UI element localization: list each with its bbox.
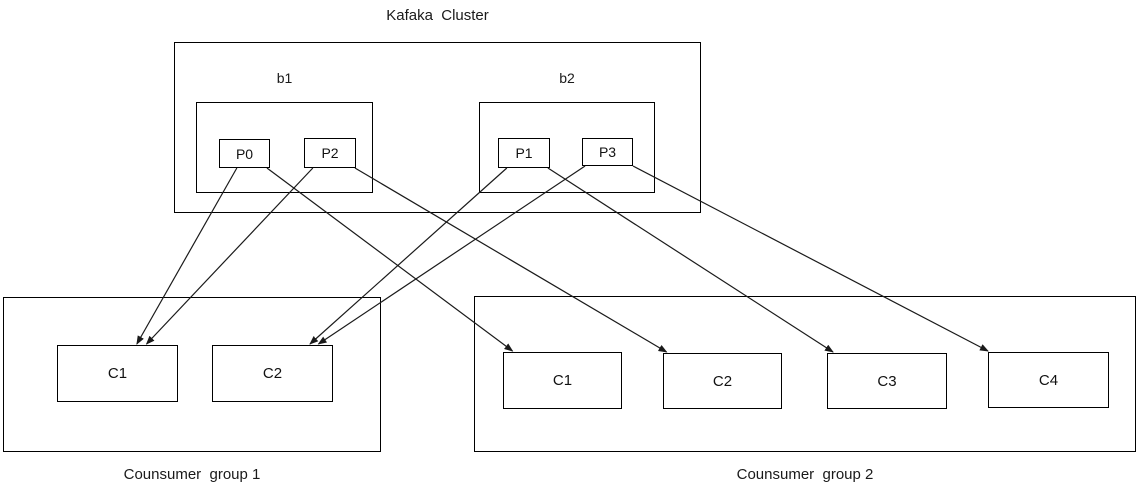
- partition-p2-box: P2: [304, 138, 356, 168]
- group1-consumer-c1-box: C1: [57, 345, 178, 402]
- group1-consumer-c2-label: C2: [262, 365, 283, 382]
- partition-p0-box: P0: [219, 139, 270, 168]
- group1-consumer-c2-box: C2: [212, 345, 333, 402]
- broker-b2-label: b2: [559, 70, 575, 86]
- broker-b1-label: b1: [276, 70, 293, 86]
- group2-consumer-c4-label: C4: [1038, 371, 1059, 389]
- group2-consumer-c1-label: C1: [552, 372, 573, 389]
- diagram-title: Kafaka Cluster: [386, 7, 489, 24]
- group2-consumer-c2-label: C2: [712, 372, 733, 390]
- group2-consumer-c3-label: C3: [877, 372, 897, 390]
- group2-consumer-c2-box: C2: [663, 353, 782, 409]
- partition-p3-box: P3: [582, 138, 633, 166]
- consumer-group1-label: Counsumer group 1: [123, 466, 261, 483]
- group2-consumer-c1-box: C1: [503, 352, 622, 409]
- group1-consumer-c1-label: C1: [107, 365, 128, 382]
- partition-p1-box: P1: [498, 138, 550, 168]
- partition-p3-label: P3: [598, 144, 617, 160]
- group2-consumer-c3-box: C3: [827, 353, 947, 409]
- group2-consumer-c4-box: C4: [988, 352, 1109, 408]
- partition-p1-label: P1: [515, 145, 533, 161]
- partition-p2-label: P2: [321, 145, 339, 161]
- consumer-group2-label: Counsumer group 2: [736, 466, 874, 483]
- partition-p0-label: P0: [235, 145, 254, 162]
